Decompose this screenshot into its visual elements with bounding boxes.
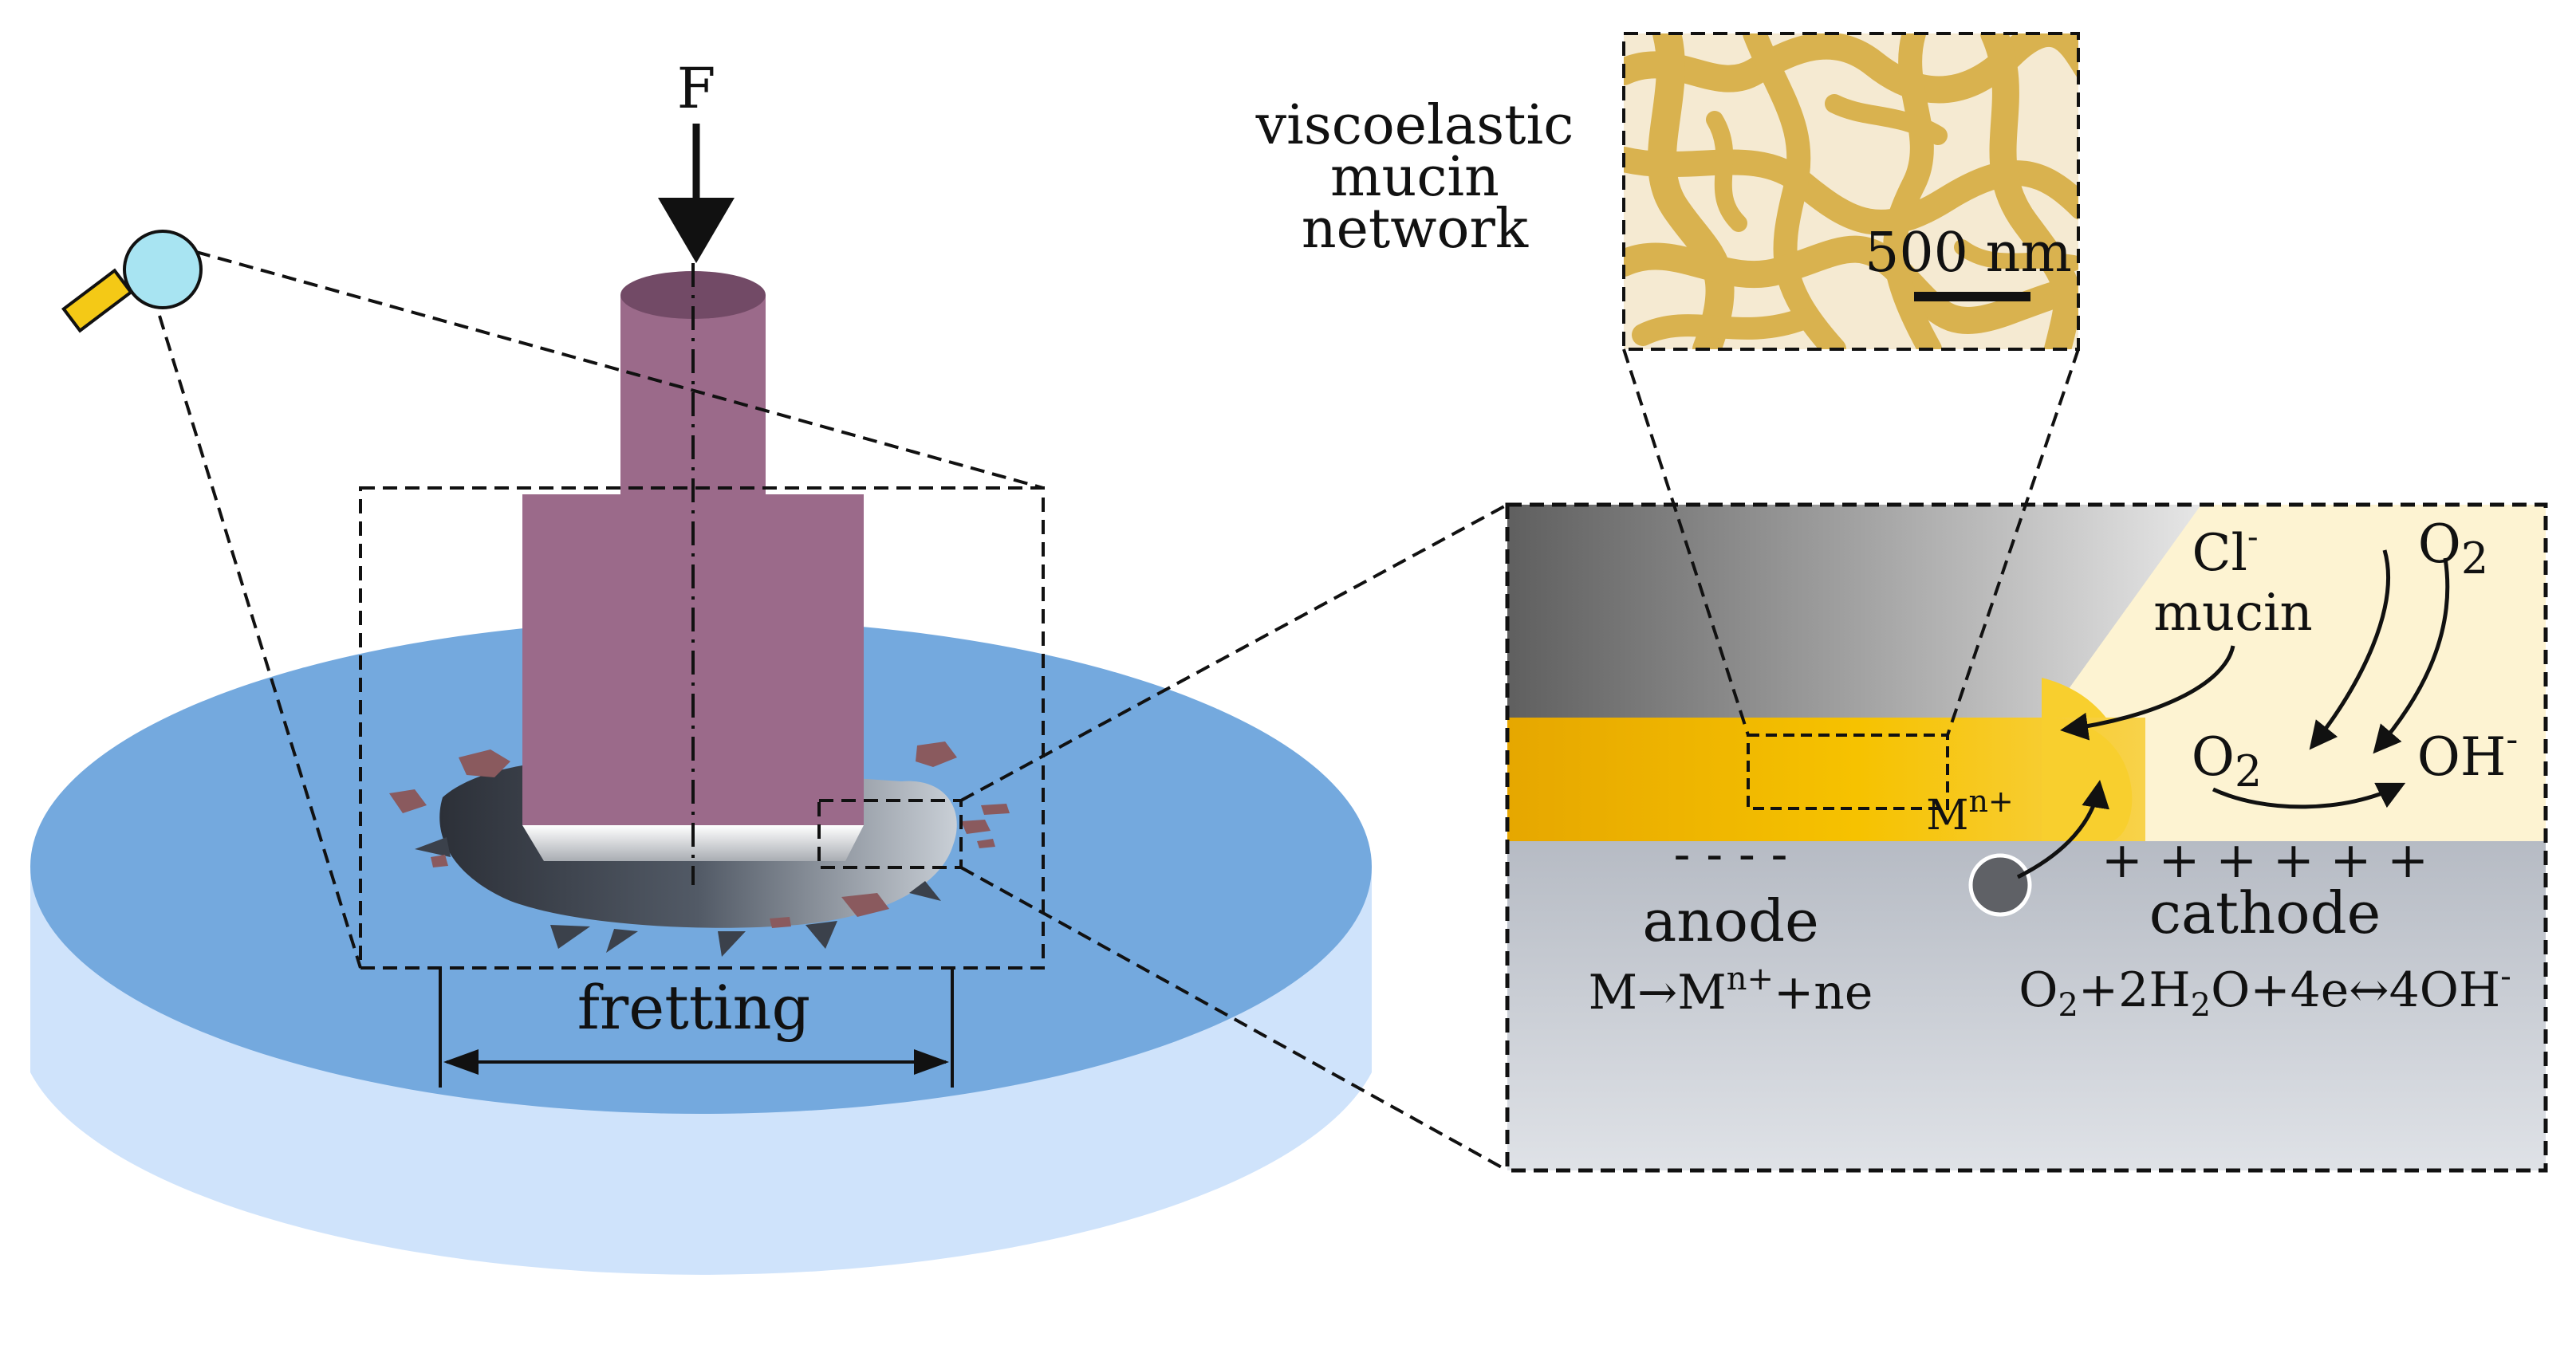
mucin-network-image (1622, 32, 2080, 351)
force-label: F (677, 56, 716, 121)
counterface-wedge (1507, 505, 2201, 718)
mucin-label-line3: network (1302, 198, 1529, 261)
oxygen-label-middle: O2 (2192, 726, 2262, 797)
oxygen-label-top: O2 (2418, 513, 2488, 584)
fretting-label: fretting (577, 972, 810, 1043)
minus-signs: - - - - (1674, 824, 1788, 883)
mucin-species-label: mucin (2153, 584, 2312, 643)
cathode-equation: O2+2H2O+4e↔4OH- (2019, 958, 2511, 1024)
debris-particles (389, 741, 1010, 928)
fretting-dimension (439, 970, 954, 1088)
mucin-label-line2: mucin (1330, 146, 1499, 209)
anode-label: anode (1642, 887, 1818, 954)
zoom-box-large (359, 486, 1045, 970)
mucin-label-line1: viscoelastic (1255, 94, 1574, 157)
reaction-arrows (2016, 549, 2450, 879)
electrochemistry-panel (1505, 348, 2548, 1173)
metal-ion-label: Mn+ (1926, 784, 2014, 840)
metal-ion-particle (1968, 853, 2032, 917)
passive-film (1507, 718, 2145, 841)
zoom-box-small (817, 799, 963, 869)
film-zoom-box (1747, 734, 1949, 810)
anode-equation: M→Mn++ne (1589, 961, 1873, 1021)
scale-bar (1914, 292, 2030, 301)
hydroxide-label: OH- (2417, 719, 2519, 788)
panel-labels: Cl- mucin O2 O2 OH- Mn+ - - - - + + + + … (1589, 513, 2519, 1024)
mucin-network-label: viscoelastic mucin network (1255, 94, 1574, 261)
scale-bar-label: 500 nm (1865, 222, 2072, 285)
chloride-label: Cl- (2192, 519, 2259, 583)
magnifier-icon (61, 230, 203, 333)
force-arrow (658, 124, 735, 263)
plus-signs: + + + + + + (2101, 831, 2428, 889)
zoom-guides (158, 250, 1508, 1172)
cathode-label: cathode (2149, 879, 2381, 946)
